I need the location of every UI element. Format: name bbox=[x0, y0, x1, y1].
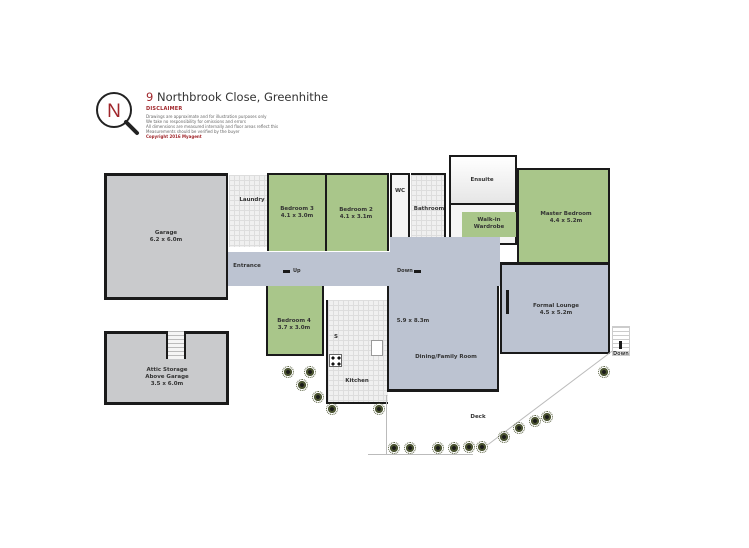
laundry-label: Laundry bbox=[239, 197, 265, 203]
plant-icon bbox=[373, 403, 385, 415]
bathroom-label: Bathroom bbox=[413, 206, 445, 212]
deck-label: Deck bbox=[470, 414, 486, 420]
svg-text:N: N bbox=[107, 101, 121, 122]
plant-icon bbox=[404, 442, 416, 454]
plant-icon bbox=[598, 366, 610, 378]
exterior-stairs-arrow-icon bbox=[619, 341, 622, 349]
plant-icon bbox=[432, 442, 444, 454]
deck-edge-bottom bbox=[368, 454, 473, 455]
stairs-up-label: Up bbox=[293, 268, 301, 274]
wc-label: WC bbox=[394, 188, 406, 194]
dining-family-label: Dining/Family Room bbox=[415, 354, 477, 360]
room-master-bedroom bbox=[517, 168, 610, 262]
room-garage bbox=[104, 173, 228, 300]
exterior-stairs-down-label: Down bbox=[613, 351, 629, 357]
entrance-label: Entrance bbox=[233, 263, 261, 269]
kitchen-label: Kitchen bbox=[345, 378, 369, 384]
compass-magnifier-icon: N bbox=[96, 92, 139, 135]
room-laundry bbox=[229, 175, 267, 247]
deck-edge-left bbox=[386, 395, 387, 455]
hallway-north bbox=[390, 237, 500, 257]
disclaimer-line: Drawings are approximate and for illustr… bbox=[146, 114, 267, 119]
room-bedroom-3 bbox=[267, 173, 327, 251]
plant-icon bbox=[282, 366, 294, 378]
plan-header: N 9 Northbrook Close, Greenhithe DISCLAI… bbox=[92, 88, 328, 148]
disclaimer-line: We take no responsibility for omissions … bbox=[146, 119, 246, 124]
room-entrance-hallway bbox=[228, 252, 500, 286]
room-dining-family bbox=[387, 286, 499, 392]
stairs-down-arrow-icon bbox=[414, 270, 421, 273]
plant-icon bbox=[448, 442, 460, 454]
stairs-down-label: Down bbox=[397, 268, 413, 274]
plant-icon bbox=[388, 442, 400, 454]
attic-ladder bbox=[166, 331, 186, 359]
plant-icon bbox=[463, 441, 475, 453]
copyright-text: Copyright 2016 Myagent bbox=[146, 134, 202, 139]
dining-size-label: 5.9 x 8.3m bbox=[396, 318, 430, 324]
plant-icon bbox=[529, 415, 541, 427]
ensuite-label: Ensuite bbox=[470, 177, 494, 183]
plant-icon bbox=[513, 422, 525, 434]
fireplace bbox=[506, 290, 509, 314]
walk-in-wardrobe-fill bbox=[462, 212, 516, 237]
room-kitchen bbox=[326, 300, 388, 404]
plant-icon bbox=[312, 391, 324, 403]
room-formal-lounge bbox=[500, 262, 610, 354]
cooktop-icon bbox=[329, 354, 342, 367]
plant-icon bbox=[304, 366, 316, 378]
disclaimer-line: All dimensions are measured internally a… bbox=[146, 124, 279, 129]
plant-icon bbox=[296, 379, 308, 391]
room-wc bbox=[390, 173, 410, 245]
plant-icon bbox=[476, 441, 488, 453]
plant-icon bbox=[541, 411, 553, 423]
stairs-up-arrow-icon bbox=[283, 270, 290, 273]
room-bedroom-4 bbox=[266, 286, 324, 356]
plant-icon bbox=[326, 403, 338, 415]
room-ensuite bbox=[449, 155, 517, 205]
room-bedroom-2 bbox=[327, 173, 389, 251]
sink-icon bbox=[371, 340, 383, 356]
disclaimer-heading: DISCLAIMER bbox=[146, 106, 183, 112]
kitchen-s-label: S bbox=[334, 334, 338, 340]
plant-icon bbox=[498, 431, 510, 443]
property-address: 9 Northbrook Close, Greenhithe bbox=[146, 90, 329, 104]
disclaimer-line: Measurements should be verified by the b… bbox=[146, 129, 240, 134]
